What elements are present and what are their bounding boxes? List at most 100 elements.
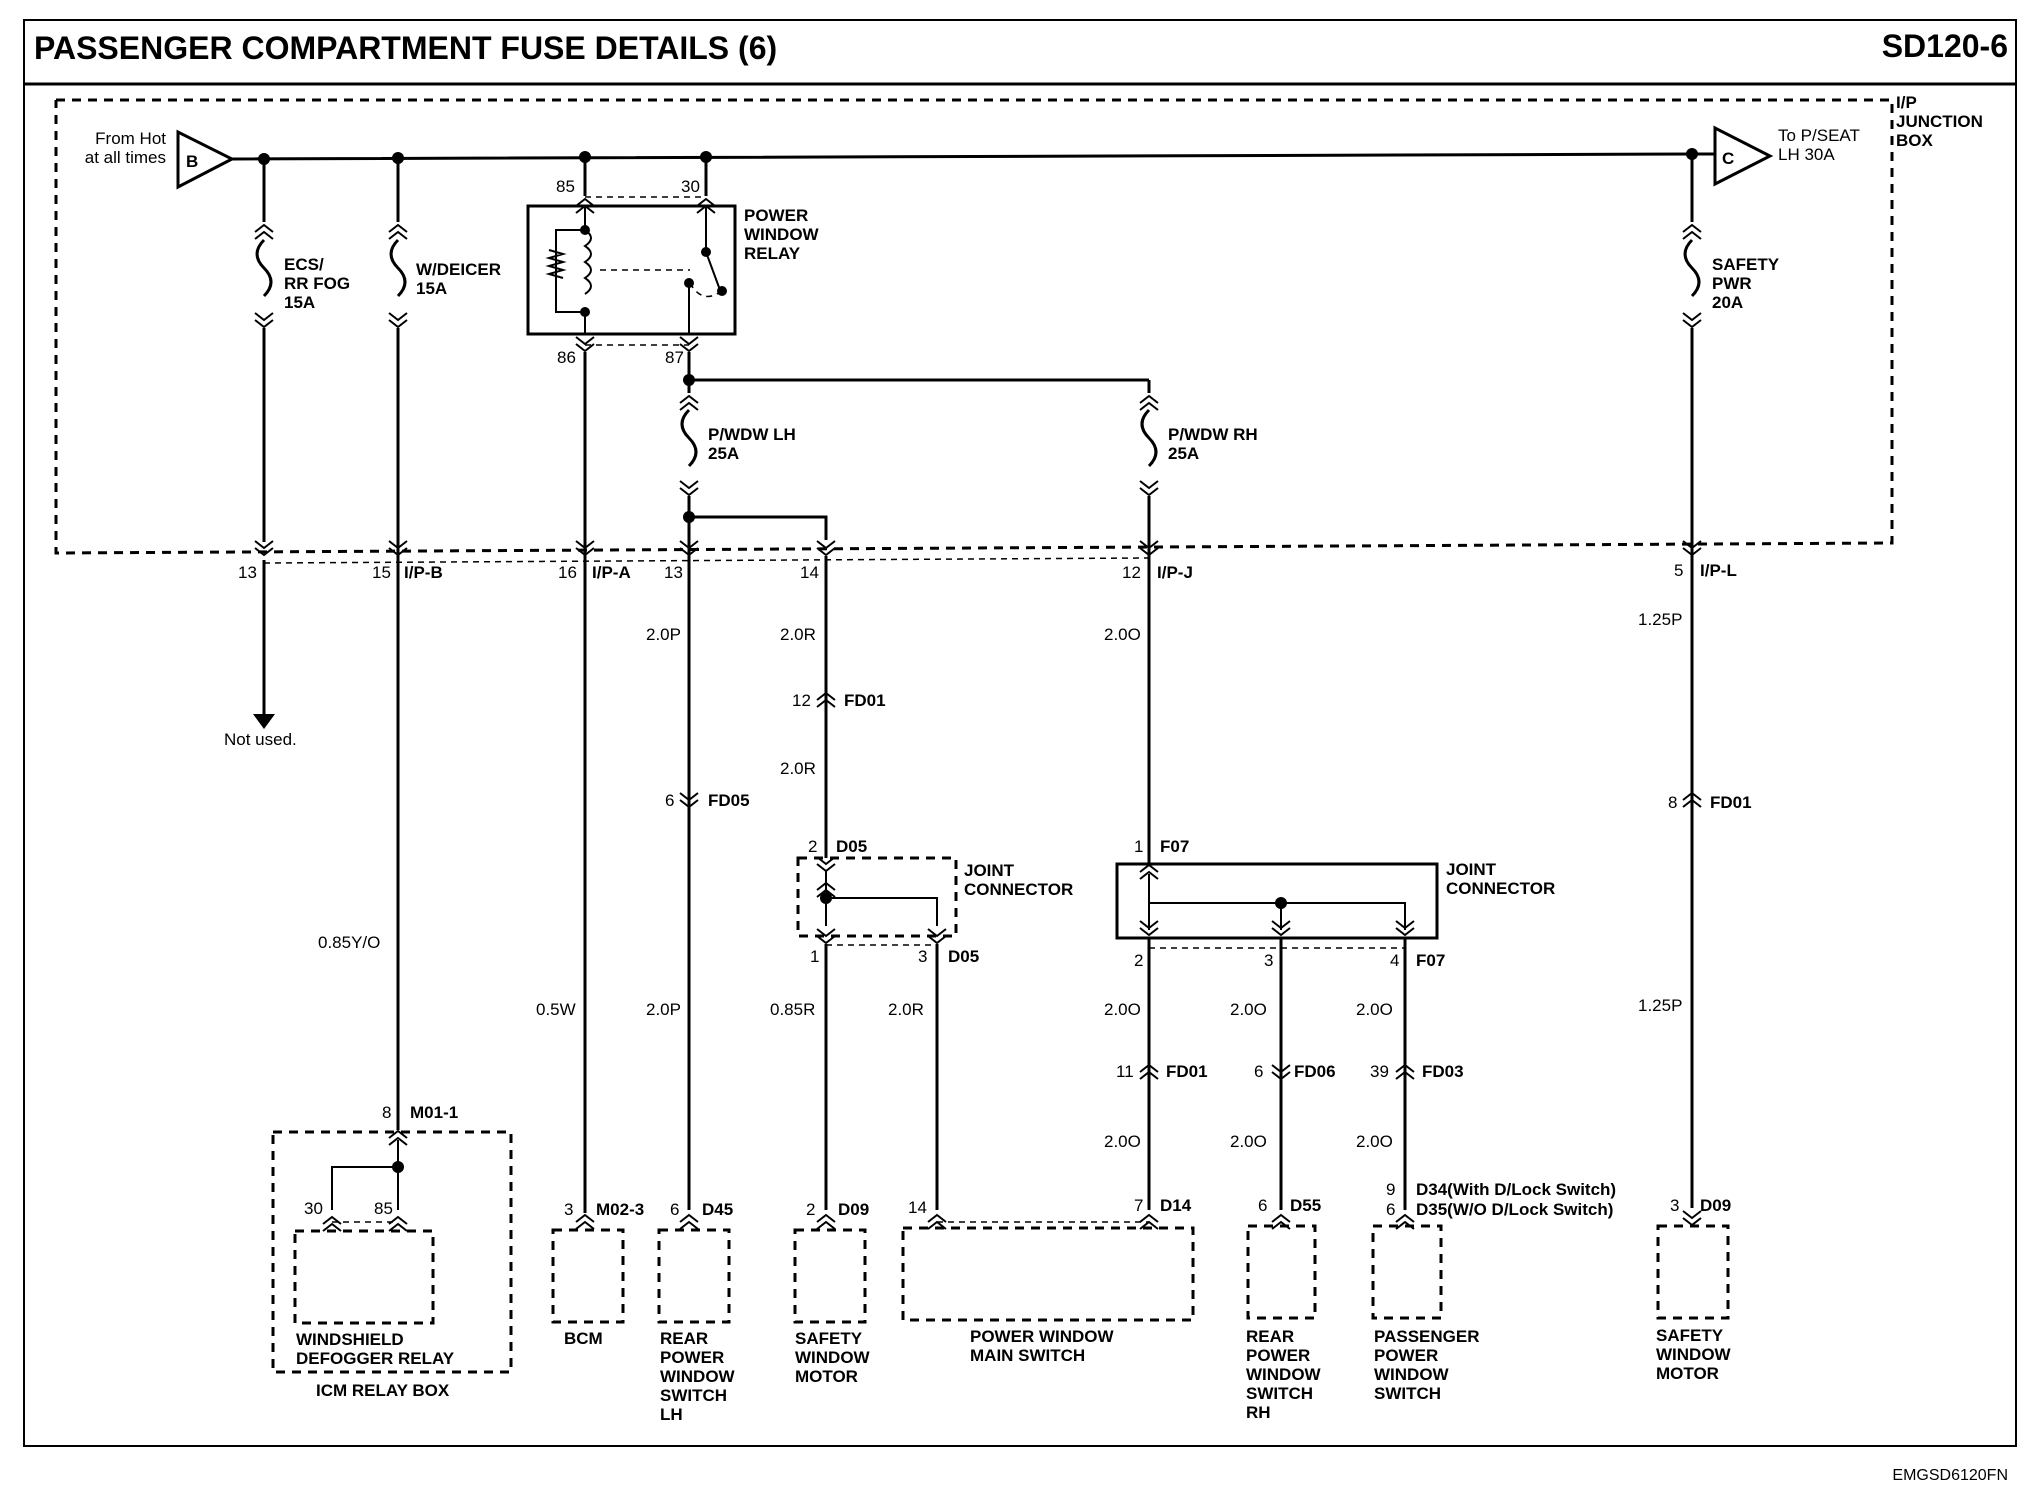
svg-text:I/P-L: I/P-L xyxy=(1700,561,1737,580)
feed-c-letter: C xyxy=(1722,149,1734,168)
wire-color-labels: 2.0P 2.0R 2.0O 1.25P 2.0R 0.85Y/O 0.5W 2… xyxy=(318,610,1682,1151)
svg-text:FD01: FD01 xyxy=(844,691,886,710)
svg-text:I/P-J: I/P-J xyxy=(1157,563,1193,582)
svg-text:2.0P: 2.0P xyxy=(646,625,681,644)
page-frame xyxy=(23,19,2017,1447)
ip-pin-labels: 13 15 I/P-B 16 I/P-A 13 14 12 I/P-J 5 I/… xyxy=(238,561,1737,582)
svg-text:13: 13 xyxy=(664,563,683,582)
svg-text:D09: D09 xyxy=(838,1200,869,1219)
svg-text:D14: D14 xyxy=(1160,1196,1192,1215)
svg-text:2.0O: 2.0O xyxy=(1356,1132,1393,1151)
svg-text:6: 6 xyxy=(1386,1200,1395,1219)
svg-text:D35(W/O D/Lock Switch): D35(W/O D/Lock Switch) xyxy=(1416,1200,1613,1219)
svg-text:0.85Y/O: 0.85Y/O xyxy=(318,933,380,952)
svg-text:1.25P: 1.25P xyxy=(1638,996,1682,1015)
svg-text:11: 11 xyxy=(1116,1062,1134,1081)
svg-text:12: 12 xyxy=(1122,563,1141,582)
svg-text:D45: D45 xyxy=(702,1200,733,1219)
svg-text:8: 8 xyxy=(382,1103,391,1122)
svg-text:3: 3 xyxy=(1264,951,1273,970)
svg-text:F07: F07 xyxy=(1160,837,1189,856)
svg-text:14: 14 xyxy=(800,563,819,582)
svg-text:16: 16 xyxy=(558,563,577,582)
svg-text:2.0O: 2.0O xyxy=(1104,1000,1141,1019)
svg-text:8: 8 xyxy=(1668,793,1677,812)
svg-text:D34(With D/Lock Switch): D34(With D/Lock Switch) xyxy=(1416,1180,1616,1199)
svg-text:2.0O: 2.0O xyxy=(1230,1000,1267,1019)
header: PASSENGER COMPARTMENT FUSE DETAILS (6) S… xyxy=(23,19,2017,1447)
svg-text:FD05: FD05 xyxy=(708,791,750,810)
svg-text:12: 12 xyxy=(792,691,811,710)
bcm-label: BCM xyxy=(564,1329,603,1348)
svg-text:2.0R: 2.0R xyxy=(780,759,816,778)
svg-text:M02-3: M02-3 xyxy=(596,1200,644,1219)
svg-text:2: 2 xyxy=(806,1200,815,1219)
inline-connector-labels: 12 FD01 6 FD05 8 FD01 xyxy=(665,691,1752,812)
svg-text:6: 6 xyxy=(665,791,674,810)
svg-text:6: 6 xyxy=(1258,1196,1267,1215)
svg-text:1: 1 xyxy=(810,947,819,966)
svg-text:7: 7 xyxy=(1134,1196,1143,1215)
svg-text:FD06: FD06 xyxy=(1294,1062,1336,1081)
svg-text:3: 3 xyxy=(564,1200,573,1219)
svg-text:4: 4 xyxy=(1390,951,1399,970)
svg-text:2: 2 xyxy=(1134,951,1143,970)
bcm-box xyxy=(551,1228,625,1324)
relay-pin-30: 30 xyxy=(681,177,700,196)
svg-text:0.5W: 0.5W xyxy=(536,1000,576,1019)
svg-text:M01-1: M01-1 xyxy=(410,1103,458,1122)
svg-text:F07: F07 xyxy=(1416,951,1445,970)
svg-text:2.0O: 2.0O xyxy=(1356,1000,1393,1019)
svg-text:2.0P: 2.0P xyxy=(646,1000,681,1019)
svg-text:3: 3 xyxy=(1670,1196,1679,1215)
relay-pin-85: 85 xyxy=(556,177,575,196)
svg-text:9: 9 xyxy=(1386,1180,1395,1199)
svg-text:14: 14 xyxy=(908,1198,927,1217)
svg-text:85: 85 xyxy=(374,1199,393,1218)
svg-text:2: 2 xyxy=(808,837,817,856)
feed-b-triangle xyxy=(176,129,236,190)
svg-text:13: 13 xyxy=(238,563,257,582)
svg-text:1: 1 xyxy=(1134,837,1143,856)
svg-text:6: 6 xyxy=(670,1200,679,1219)
svg-text:15: 15 xyxy=(372,563,391,582)
svg-text:FD01: FD01 xyxy=(1710,793,1752,812)
svg-text:39: 39 xyxy=(1370,1062,1389,1081)
svg-text:FD03: FD03 xyxy=(1422,1062,1464,1081)
svg-text:2.0R: 2.0R xyxy=(888,1000,924,1019)
page-title: PASSENGER COMPARTMENT FUSE DETAILS (6) xyxy=(34,30,777,66)
diagram-code: SD120-6 xyxy=(1882,28,2008,64)
svg-text:2.0O: 2.0O xyxy=(1104,1132,1141,1151)
feed-b-letter: B xyxy=(186,152,198,171)
lower-inline-connectors: 11 FD01 6 FD06 39 FD03 xyxy=(1116,1062,1464,1081)
svg-text:30: 30 xyxy=(304,1199,323,1218)
icm-relay-box-label: ICM RELAY BOX xyxy=(316,1381,450,1400)
svg-text:D05: D05 xyxy=(836,837,867,856)
svg-text:2.0O: 2.0O xyxy=(1104,625,1141,644)
svg-text:I/P-A: I/P-A xyxy=(592,563,631,582)
